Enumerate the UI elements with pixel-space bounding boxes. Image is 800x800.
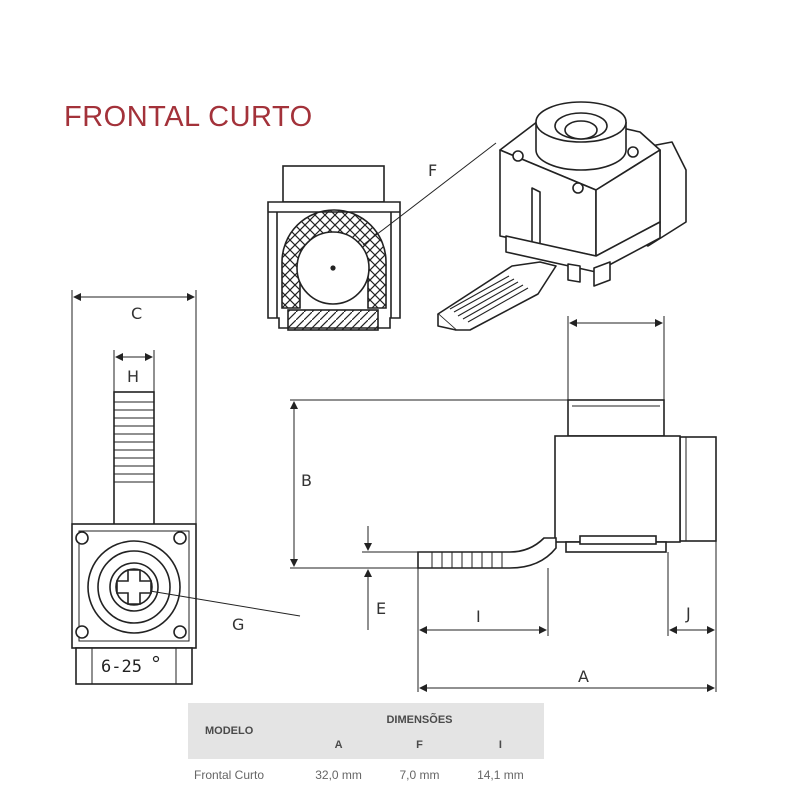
table-row: Frontal Curto 32,0 mm 7,0 mm 14,1 mm [188, 759, 544, 791]
model-name-cell: Frontal Curto [194, 768, 265, 782]
value-f-cell: 7,0 mm [399, 768, 440, 782]
dimension-lines-front [71, 290, 197, 524]
page-title: FRONTAL CURTO [64, 101, 313, 133]
dimensions-group-header: DIMENSÕES [295, 703, 544, 731]
front-view [71, 391, 301, 685]
label-i: I [476, 607, 481, 626]
label-c: C [131, 304, 142, 323]
label-e: E [376, 599, 386, 618]
label-g: G [232, 615, 244, 634]
dimension-lines-side [290, 316, 717, 692]
side-view [417, 399, 717, 569]
value-i-cell: 14,1 mm [477, 768, 524, 782]
value-a-cell: 32,0 mm [315, 768, 362, 782]
column-header-i: I [456, 731, 544, 759]
column-header-a: A [295, 731, 383, 759]
cross-section-view [267, 142, 497, 331]
dimensions-table: MODELO DIMENSÕES A F I Frontal Curto 32,… [188, 703, 544, 791]
label-b: B [301, 471, 312, 490]
column-header-f: F [382, 731, 457, 759]
label-f: F [428, 161, 437, 180]
table-subheader-row: A F I [188, 731, 544, 759]
isometric-view [437, 101, 687, 331]
table-header-row: MODELO DIMENSÕES [188, 703, 544, 759]
label-a: A [578, 667, 589, 686]
model-stamp: 6-25 [101, 657, 142, 677]
label-j: J [685, 604, 691, 623]
label-h: H [127, 367, 139, 386]
degree-mark [152, 655, 160, 663]
model-column-header: MODELO [188, 703, 295, 759]
